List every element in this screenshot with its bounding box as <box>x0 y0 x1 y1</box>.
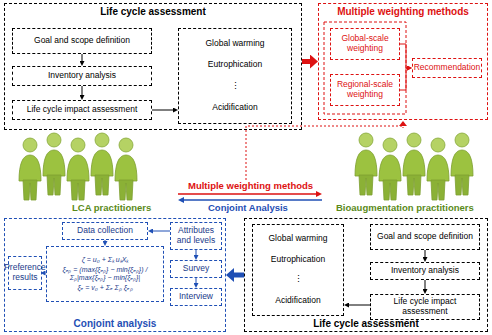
group-label: Bioaugmentation practitioners <box>334 203 476 213</box>
flow-arrow <box>196 278 197 283</box>
impact-category-box: Global warmingEutrophication ⋮ Acidificati… <box>178 28 292 124</box>
flow-arrow <box>196 250 197 255</box>
equation-box: ζ = u₀ + Σₖ uₖXₖ ξₑₚ = (max{ξₑₚ} − min{ξₑ… <box>46 246 164 302</box>
survey-box: Survey <box>170 260 222 278</box>
box-text: Global-scale weighting <box>334 34 396 54</box>
dotted-arrowhead <box>399 121 407 126</box>
box-text: ⋮ <box>231 82 240 92</box>
box-text: Global warming <box>205 39 264 49</box>
box-text: ⋮ <box>294 275 303 285</box>
panel-title: Life cycle assessment <box>5 6 301 18</box>
process-box: Goal and scope definition <box>12 28 152 54</box>
box-text: Eutrophication <box>208 60 262 70</box>
box-text: Goal and scope definition <box>34 36 130 46</box>
process-box: Goal and scope definition <box>370 224 480 250</box>
lca-panel: Life cycle assessmentGlobal warmingEutro… <box>244 218 488 332</box>
box-text: Attributes and levels <box>174 226 218 246</box>
box-text: Inventory analysis <box>48 71 116 81</box>
flow-arrow <box>425 280 426 289</box>
conjoint-arrow <box>184 199 322 201</box>
box-text: Life cycle impact assessment <box>27 105 138 115</box>
process-box: Inventory analysis <box>12 66 152 86</box>
attribute-box: Attributes and levels <box>170 222 222 250</box>
box-text: Regional-scale weighting <box>334 80 396 100</box>
box-text: ξₑ = v₀ + Σₑ Σₚ ξₑₚ <box>77 284 132 292</box>
flow-arrow <box>82 86 83 95</box>
box-text: Inventory analysis <box>391 266 459 276</box>
panel-title: Conjoint analysis <box>5 318 225 330</box>
flow-arrow <box>400 44 407 68</box>
weighting-panel: Multiple weighting methodsGlobal-scale w… <box>318 3 488 120</box>
flow-arrow <box>349 305 370 306</box>
flow-arrow <box>425 250 426 257</box>
weighting-box: Global-scale weighting <box>330 28 400 60</box>
flow-arrow <box>105 240 106 241</box>
box-text: Goal and scope definition <box>377 232 473 242</box>
group-label: LCA practitioners <box>70 203 153 213</box>
box-text: Preference results <box>4 263 46 283</box>
flow-arrow <box>400 68 407 90</box>
weighting-arrow <box>178 193 316 195</box>
box-text: ξₑₚ = (max{ξₑₚ} − min{ξₑₚ}) / Σₚ|max{ξₑₚ… <box>50 266 160 282</box>
box-text: Interview <box>179 292 213 302</box>
recommendation-box: Recommendation <box>412 58 482 78</box>
conjoint-panel: Conjoint analysis Data collection ζ = u₀ +… <box>4 218 226 332</box>
box-text: Survey <box>183 264 209 274</box>
flow-arrow <box>152 110 173 111</box>
process-box: Data collection <box>62 222 148 240</box>
interview-box: Interview <box>170 288 222 306</box>
box-text: Data collection <box>77 226 133 236</box>
box-text: Global warming <box>268 234 327 244</box>
process-box: Life cycle impact assessment <box>370 294 480 320</box>
box-text: Eutrophication <box>271 255 325 265</box>
process-box: Inventory analysis <box>370 262 480 280</box>
box-text: Acidification <box>275 296 320 306</box>
lca-panel: Life cycle assessmentGoal and scope defi… <box>4 3 302 130</box>
panel-title: Multiple weighting methods <box>319 6 487 18</box>
box-text: Recommendation <box>414 63 481 73</box>
box-text: ζ = u₀ + Σₖ uₖXₖ <box>82 256 129 264</box>
weighting-group-frame <box>324 22 406 114</box>
method-label: Conjoint Analysis <box>206 203 290 213</box>
box-text: Life cycle impact assessment <box>374 297 476 317</box>
conjoint-arrowhead <box>178 197 184 203</box>
flow-arrow <box>82 54 83 61</box>
result-box: Preference results <box>8 256 42 290</box>
process-box: Life cycle impact assessment <box>12 100 152 120</box>
dotted-link <box>246 126 403 180</box>
flow-arrow <box>153 231 170 232</box>
weighting-box: Regional-scale weighting <box>330 74 400 106</box>
impact-category-box: Global warmingEutrophication ⋮ Acidificati… <box>252 224 344 316</box>
method-label: Multiple weighting methods <box>186 181 315 191</box>
block-arrow <box>302 59 310 64</box>
block-arrow <box>234 273 244 278</box>
box-text: Acidification <box>212 103 257 113</box>
